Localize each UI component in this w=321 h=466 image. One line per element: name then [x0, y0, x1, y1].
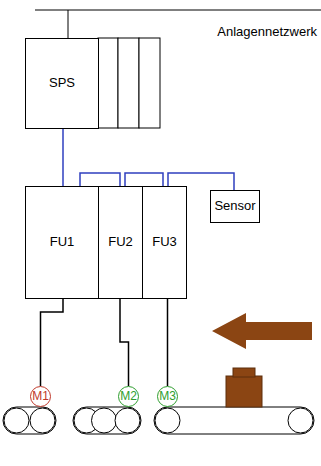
plc-box: SPS: [25, 38, 99, 129]
drive-box: FU2: [98, 186, 143, 299]
box-label: FU2: [108, 235, 133, 249]
conveyor-belt: [154, 407, 314, 434]
bus-cable: [125, 173, 163, 186]
motor-cable: [167, 299, 169, 386]
sensor-box: Sensor: [210, 190, 260, 223]
bus-cable: [62, 129, 64, 186]
drive-box: FU3: [142, 186, 187, 299]
roller: [92, 408, 117, 433]
plc-slot: [98, 38, 118, 128]
motor-circle: M2: [118, 386, 139, 407]
roller: [288, 408, 313, 433]
plc-slot: [139, 38, 160, 128]
roller: [155, 408, 180, 433]
bus-cable: [80, 173, 120, 186]
motor-cable: [41, 299, 64, 386]
motor-circle: M3: [157, 386, 178, 407]
package-lid: [233, 368, 255, 377]
box-label: Sensor: [214, 199, 255, 213]
drive-box: FU1: [25, 186, 99, 299]
roller: [30, 408, 55, 433]
box-label: FU1: [50, 235, 75, 249]
motor-label: M2: [120, 390, 137, 403]
plc-slot: [118, 38, 139, 128]
package: [226, 376, 262, 407]
network-label: Anlagennetzwerk: [217, 24, 317, 39]
box-label: SPS: [49, 76, 75, 90]
motor-cable: [120, 299, 129, 386]
conveyor-belt: [73, 407, 141, 434]
roller: [115, 408, 140, 433]
network-line: [35, 10, 321, 11]
conveyor-belt: [3, 407, 56, 434]
direction-arrow: [212, 313, 312, 349]
roller: [4, 408, 29, 433]
network-drop: [68, 10, 69, 38]
motor-circle: M1: [30, 386, 51, 407]
motor-label: M3: [159, 390, 176, 403]
motor-label: M1: [32, 390, 49, 403]
box-label: FU3: [152, 235, 177, 249]
